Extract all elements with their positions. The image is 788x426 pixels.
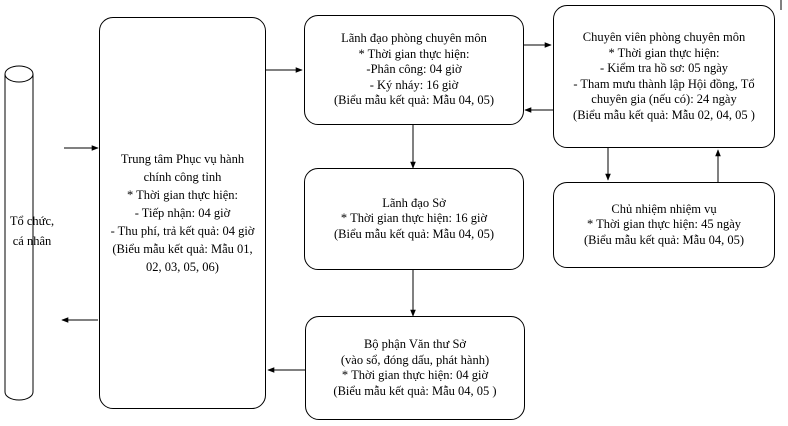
node-line: Chủ nhiệm nhiệm vụ [611,201,717,216]
node-line: (Biểu mẫu kết quả: Mẫu 01, [112,242,253,256]
node-line: * Thời gian thực hiện: 45 ngày [586,217,742,232]
node-line: chuyên gia (nếu có): 24 ngày [591,92,737,106]
actor-label-line: cá nhân [12,234,52,248]
node-line: - Tham mưu thành lập Hội đồng, Tổ [573,76,755,91]
node-specialist: Chuyên viên phòng chuyên môn * Thời gian… [553,5,775,148]
node-line: * Thời gian thực hiện: [358,46,470,61]
node-line: Trung tâm Phục vụ hành [120,152,245,166]
node-line: (Biểu mẫu kết quả: Mẫu 04, 05) [333,226,495,241]
node-task-leader: Chủ nhiệm nhiệm vụ * Thời gian thực hiện… [553,182,775,268]
node-line: Chuyên viên phòng chuyên môn [582,30,746,44]
node-line: - Kiểm tra hồ sơ: 05 ngày [599,61,729,75]
actor-cylinder [4,65,34,401]
node-line: (Biểu mẫu kết quả: Mẫu 02, 04, 05 ) [573,107,755,122]
node-line: * Thời gian thực hiện: [608,45,720,60]
node-clerical-office: Bộ phận Văn thư Sở (vào sổ, đóng dấu, ph… [305,316,525,420]
node-line: * Thời gian thực hiện: 04 giờ [341,368,489,382]
node-line: - Thu phí, trả kết quả: 04 giờ [110,224,255,238]
node-line: - Tiếp nhận: 04 giờ [134,206,231,220]
node-line: (Biểu mẫu kết quả: Mẫu 04, 05) [583,232,745,247]
node-line: (vào sổ, đóng dấu, phát hành) [340,352,490,367]
node-line: Lãnh đạo Sở [382,195,446,210]
node-line: 02, 03, 05, 06) [146,260,219,274]
node-line: Bộ phận Văn thư Sở [363,337,467,351]
node-line: * Thời gian thực hiện: 16 giờ [340,211,488,226]
actor-label-line: Tổ chức, [9,214,55,228]
node-line: (Biểu mẫu kết quả: Mẫu 04, 05 ) [333,383,497,398]
node-line: -Phân công: 04 giờ [366,62,462,77]
node-line: chính công tỉnh [143,170,222,184]
node-public-service-center: Trung tâm Phục vụ hành chính công tỉnh *… [99,17,266,409]
node-department-lead: Lãnh đạo phòng chuyên môn * Thời gian th… [304,15,524,125]
node-line: Lãnh đạo phòng chuyên môn [341,31,487,46]
node-line: * Thời gian thực hiện: [126,188,239,202]
node-department-director: Lãnh đạo Sở * Thời gian thực hiện: 16 gi… [304,168,524,270]
actor-label: Tổ chức, cá nhân [4,211,60,251]
node-line: (Biểu mẫu kết quả: Mẫu 04, 05) [333,93,495,108]
node-line: - Ký nháy: 16 giờ [369,77,459,92]
